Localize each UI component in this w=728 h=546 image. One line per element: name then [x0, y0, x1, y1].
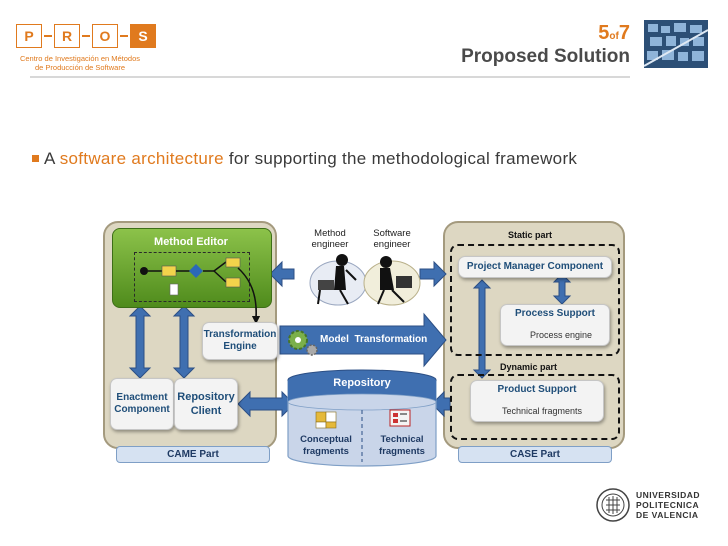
project-manager-component-box: Project Manager Component: [458, 256, 612, 278]
page-current: 5: [598, 22, 610, 44]
software-engineer-line1: Software: [373, 228, 411, 239]
pm-dynamic-arrow: [472, 279, 492, 379]
upv-logo: UNIVERSIDAD POLITECNICA DE VALENCIA: [596, 486, 714, 526]
upv-line3: DE VALENCIA: [636, 510, 699, 520]
logo-letter-o: O: [92, 24, 118, 48]
bullet-marker-icon: [32, 155, 39, 162]
technical-fragments-icon: [389, 409, 411, 427]
pm-process-arrow: [552, 273, 572, 305]
static-part-frame: [450, 244, 620, 356]
repo-client-line2: Client: [190, 405, 222, 417]
transformation-engine-line1: Transformation: [203, 329, 277, 340]
corner-photo-icon: [644, 20, 708, 68]
people-case-arrow: [419, 260, 447, 288]
dynamic-part-label: Dynamic part: [500, 362, 558, 372]
case-part-label: CASE Part: [458, 446, 612, 463]
conceptual-line1: Conceptual: [300, 434, 352, 445]
enactment-line2: Component: [114, 404, 170, 415]
bullet-point: A software architecture for supporting t…: [32, 146, 664, 172]
logo-subtitle-line2: de Producción de Software: [34, 63, 126, 72]
came-part-label: CAME Part: [116, 446, 270, 463]
puzzle-icon: [315, 411, 337, 429]
gears-icon: [288, 330, 318, 356]
process-engine-label: Process engine: [530, 330, 593, 340]
title-divider: [30, 76, 630, 78]
upv-line2: POLITECNICA: [636, 500, 700, 510]
technical-line2: fragments: [379, 446, 425, 457]
pros-logo: P R O S Centro de Investigación en Métod…: [16, 24, 166, 84]
page-total: 7: [618, 22, 630, 44]
method-editor-title: Method Editor: [154, 236, 228, 248]
repo-client-line1: Repository: [177, 391, 235, 403]
model-transformation-arrow: [279, 312, 447, 368]
repository-cylinder: [287, 369, 437, 467]
logo-letter-p: P: [16, 24, 42, 48]
enactment-line1: Enactment: [116, 392, 168, 403]
method-engineer-line1: Method: [314, 228, 346, 239]
method-editor-canvas: [134, 252, 250, 302]
bullet-prefix: A: [44, 149, 60, 168]
transformation-engine-line2: Engine: [223, 341, 257, 352]
editor-people-arrow: [269, 260, 295, 288]
upv-line1: UNIVERSIDAD: [636, 490, 701, 500]
technical-fragments-case-label: Technical fragments: [502, 406, 583, 416]
repository-title: Repository: [333, 377, 391, 389]
page-counter: 5of7: [598, 22, 630, 45]
slide-title: Proposed Solution: [461, 46, 630, 67]
page-of: of: [609, 31, 619, 42]
logo-subtitle-line1: Centro de Investigación en Métodos: [19, 54, 141, 63]
software-engineer-line2: engineer: [373, 239, 411, 250]
came-vertical-arrows: [128, 305, 196, 379]
product-support-box: Product Support: [470, 380, 604, 422]
process-support-label: Process Support: [514, 308, 596, 319]
static-part-label: Static part: [508, 230, 553, 240]
model-transformation-label: Model Transformation: [320, 334, 428, 345]
logo-letter-r: R: [54, 24, 80, 48]
process-support-box: Process Support: [500, 304, 610, 346]
technical-line1: Technical: [380, 434, 424, 445]
bullet-highlight: software architecture: [59, 149, 224, 168]
software-engineer-figure: [363, 256, 421, 306]
conceptual-line2: fragments: [303, 446, 349, 457]
bullet-rest: for supporting the methodological framew…: [223, 149, 578, 168]
logo-letter-s: S: [130, 24, 156, 48]
upv-seal-icon: [596, 488, 630, 522]
product-support-label: Product Support: [497, 384, 577, 395]
method-engineer-figure: [309, 254, 367, 306]
dynamic-part-frame: [450, 374, 620, 440]
method-engineer-line2: engineer: [311, 239, 349, 250]
